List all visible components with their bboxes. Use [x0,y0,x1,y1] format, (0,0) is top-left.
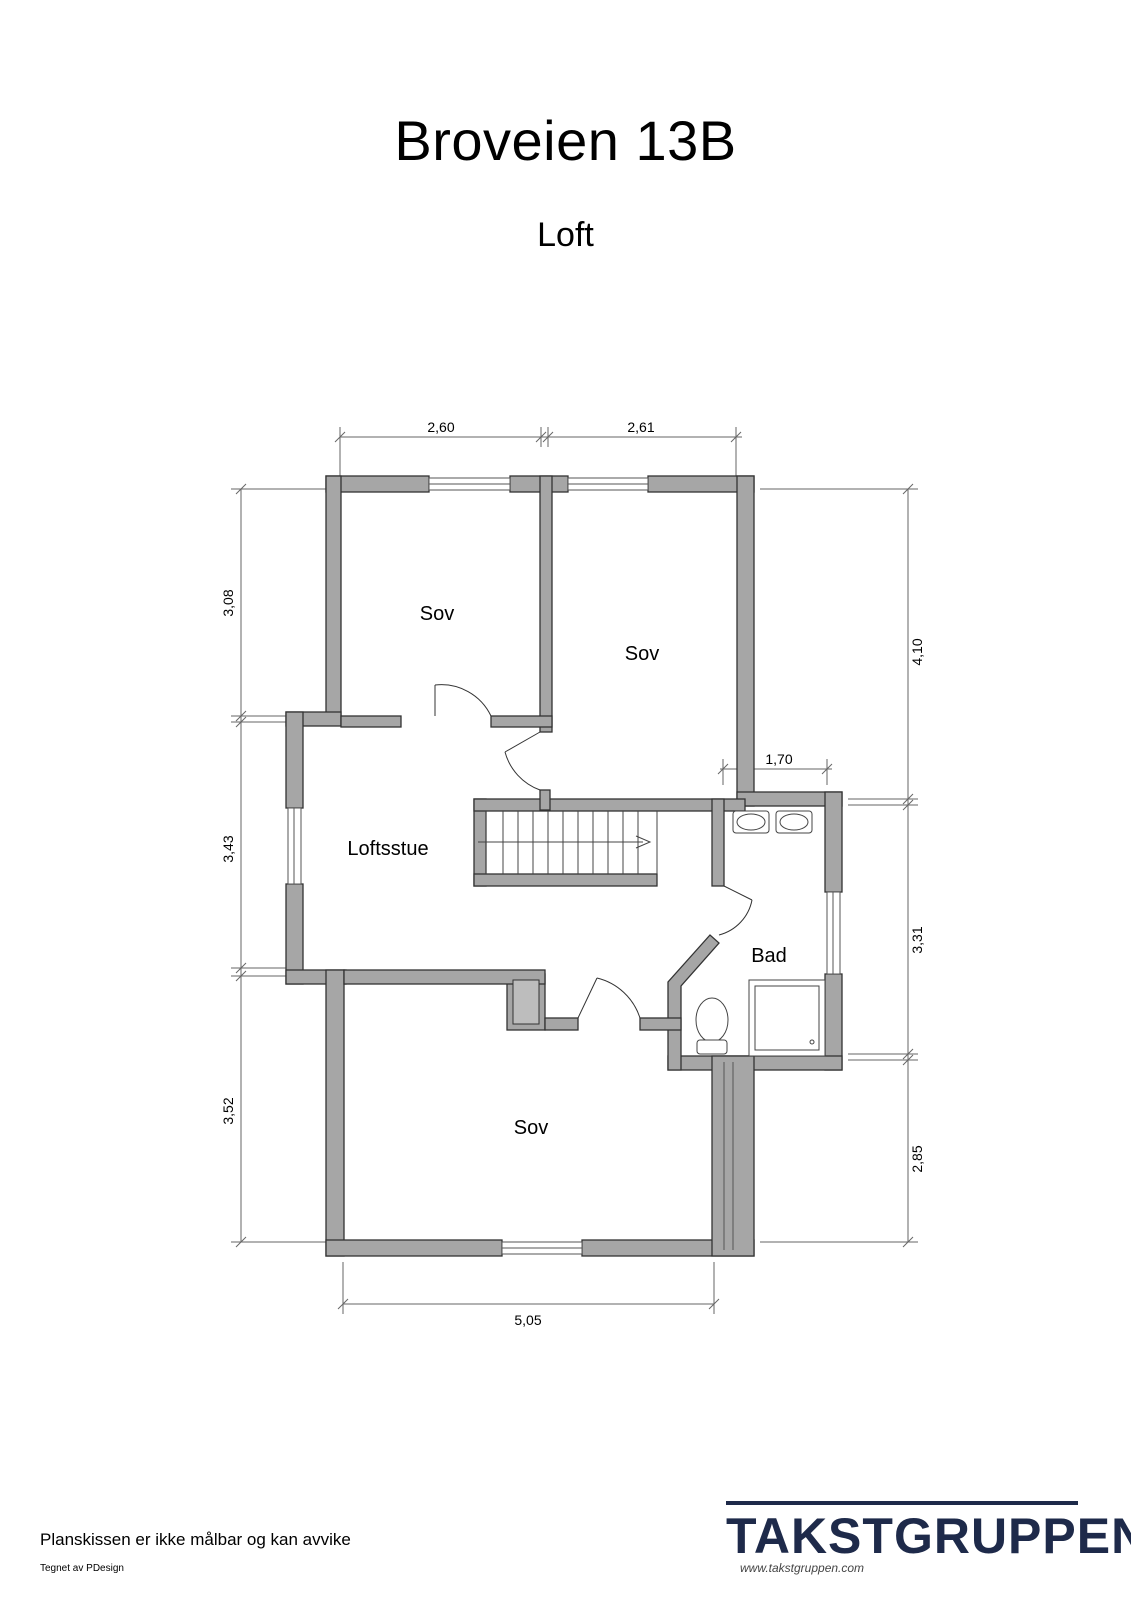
doors [434,684,753,1019]
room-label-sov-top-left: Sov [420,603,454,625]
bathroom-fixtures [695,810,826,1057]
toilet-icon [695,997,729,1055]
dim-left-middle: 3,43 [220,835,236,862]
walls [285,475,843,1257]
dimension-lines [231,427,918,1314]
logo-name: TAKSTGRUPPEN [726,1508,1131,1564]
page-title: Broveien 13B [394,109,737,172]
room-label-bad: Bad [751,945,787,967]
company-logo: TAKSTGRUPPEN www.takstgruppen.com [726,1501,1131,1579]
room-label-sov-top-right: Sov [625,643,659,665]
logo-url: www.takstgruppen.com [740,1561,865,1575]
chimney-icon [512,979,540,1025]
dim-right-middle: 3,31 [909,926,925,953]
room-label-sov-bottom: Sov [514,1117,548,1139]
dim-top-left: 2,60 [427,419,454,435]
disclaimer-note: Planskissen er ikke målbar og kan avvike [40,1530,351,1549]
staircase [478,811,658,874]
dim-right-bottom: 2,85 [909,1145,925,1172]
dim-left-top: 3,08 [220,589,236,616]
floor-name: Loft [537,216,594,254]
drawn-by-credit: Tegnet av PDesign [40,1563,124,1574]
room-label-loftsstue: Loftsstue [347,838,428,860]
dim-top-right: 2,61 [627,419,654,435]
dim-right-top: 4,10 [909,638,925,665]
dim-bad-width: 1,70 [765,751,792,767]
logo-bar [726,1501,1078,1505]
dim-bottom: 5,05 [514,1312,541,1328]
windows [287,477,841,1255]
dim-left-bottom: 3,52 [220,1097,236,1124]
